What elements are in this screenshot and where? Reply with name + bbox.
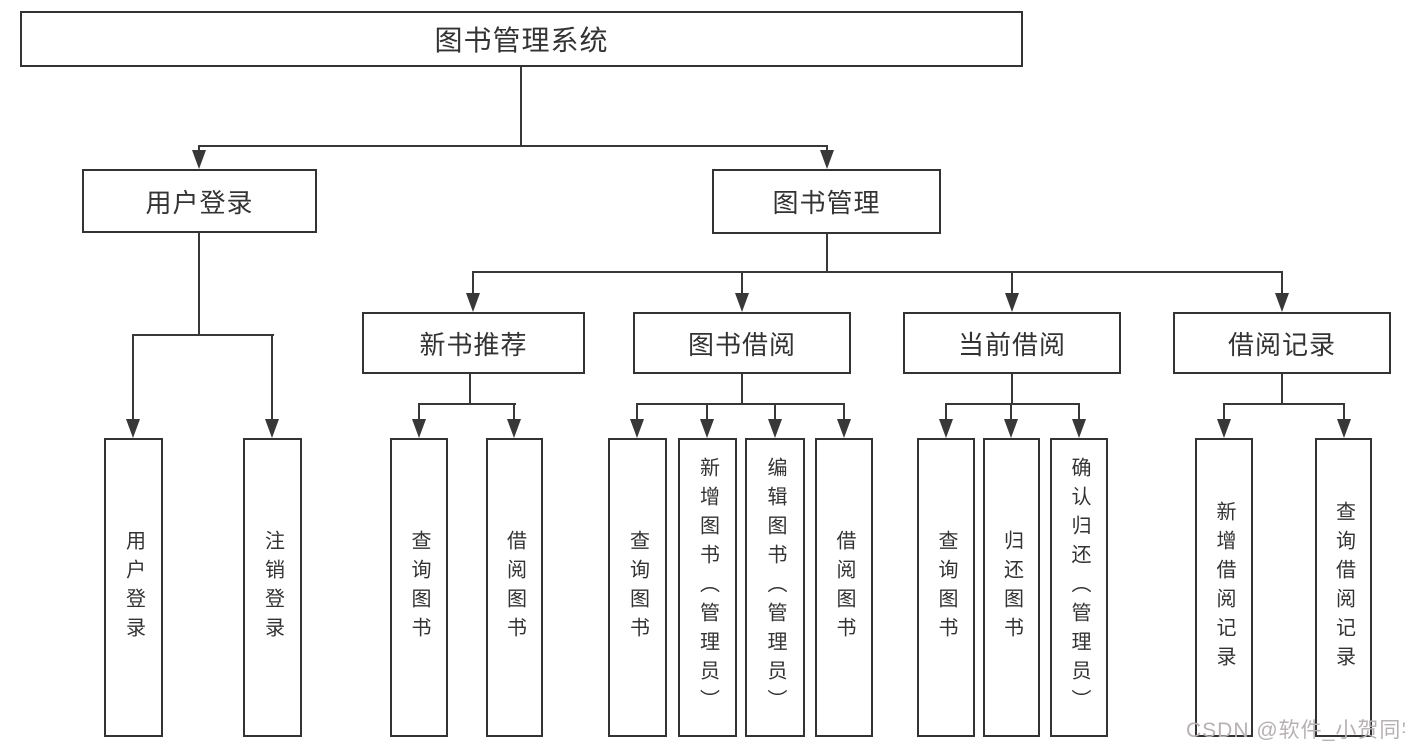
connector-branch [418, 403, 516, 405]
arrow-down-icon [507, 419, 521, 438]
node-new-book-recommend: 新书推荐 [362, 312, 585, 374]
connector-line [1011, 271, 1013, 297]
leaf-add-borrow-record: 新增借阅记录 [1195, 438, 1253, 737]
node-book-management: 图书管理 [712, 169, 941, 234]
node-label: 图书管理 [772, 188, 881, 218]
arrow-down-icon [412, 419, 426, 438]
connector-line [843, 403, 845, 423]
connector-stem [1011, 374, 1013, 405]
connector-line [513, 403, 515, 423]
connector-line [741, 271, 743, 297]
leaf-label: 查询图书 [408, 529, 430, 646]
node-current-borrow: 当前借阅 [903, 312, 1121, 374]
connector-line [1010, 403, 1012, 423]
arrow-down-icon [1337, 419, 1351, 438]
leaf-label: 新增借阅记录 [1213, 500, 1235, 675]
node-user-login: 用户登录 [82, 169, 317, 233]
leaf-label: 用户登录 [122, 529, 145, 646]
arrow-down-icon [1275, 293, 1289, 312]
node-label: 新书推荐 [419, 329, 528, 360]
arrow-down-icon [630, 419, 644, 438]
node-book-borrow: 图书借阅 [633, 312, 851, 374]
arrow-down-icon [1072, 419, 1086, 438]
arrow-down-icon [126, 419, 140, 438]
leaf-borrow-books-recommend: 借阅图书 [486, 438, 543, 737]
connector-user-login-stem [198, 233, 200, 336]
connector-branch [636, 403, 845, 405]
connector-branch [945, 403, 1080, 405]
connector-line [472, 271, 474, 297]
leaf-label: 编辑图书（管理员） [764, 457, 786, 718]
leaf-label: 注销登录 [261, 529, 284, 646]
arrow-down-icon [700, 419, 714, 438]
arrow-down-icon [466, 293, 480, 312]
leaf-label: 借阅图书 [503, 529, 526, 646]
connector-line [132, 334, 134, 424]
leaf-label: 查询图书 [935, 529, 957, 646]
connector-line [1223, 403, 1225, 423]
node-library-management-system: 图书管理系统 [20, 11, 1023, 67]
connector-book-mgmt-stem [826, 233, 828, 273]
leaf-label: 借阅图书 [833, 529, 855, 646]
arrow-down-icon [192, 150, 206, 169]
arrow-down-icon [265, 419, 279, 438]
connector-root-stem [520, 67, 522, 147]
connector-line [706, 403, 708, 423]
connector-line [636, 403, 638, 423]
csdn-watermark: CSDN @软件_小贺同学 [1186, 719, 1405, 742]
leaf-query-books-borrow: 查询图书 [608, 438, 667, 737]
node-label: 借阅记录 [1227, 329, 1336, 360]
connector-line [1343, 403, 1345, 423]
node-label: 图书借阅 [687, 329, 796, 360]
connector-level3-branch [472, 271, 1283, 273]
arrow-down-icon [1005, 293, 1019, 312]
leaf-query-borrow-record: 查询借阅记录 [1315, 438, 1372, 737]
connector-line [945, 403, 947, 423]
node-borrow-records: 借阅记录 [1173, 312, 1391, 374]
leaf-label: 归还图书 [1000, 529, 1023, 646]
arrow-down-icon [939, 419, 953, 438]
connector-line [774, 403, 776, 423]
leaf-logout: 注销登录 [243, 438, 302, 737]
connector-line [1281, 271, 1283, 297]
leaf-query-books-current: 查询图书 [917, 438, 975, 737]
leaf-user-login: 用户登录 [104, 438, 163, 737]
connector-branch [1223, 403, 1345, 405]
leaf-add-books-admin: 新增图书（管理员） [678, 438, 737, 737]
leaf-label: 查询借阅记录 [1332, 500, 1355, 675]
connector-line [271, 334, 273, 424]
connector-branch [132, 334, 274, 336]
connector-stem [469, 374, 471, 405]
arrow-down-icon [1217, 419, 1231, 438]
connector-line [418, 403, 420, 423]
node-label: 用户登录 [145, 187, 254, 218]
arrow-down-icon [735, 293, 749, 312]
leaf-borrow-books: 借阅图书 [815, 438, 873, 737]
connector-line [1078, 403, 1080, 423]
leaf-confirm-return-admin: 确认归还（管理员） [1050, 438, 1108, 737]
connector-stem [741, 374, 743, 405]
node-label: 当前借阅 [957, 329, 1066, 360]
leaf-label: 查询图书 [626, 529, 649, 646]
arrow-down-icon [820, 150, 834, 169]
arrow-down-icon [1004, 419, 1018, 438]
arrow-down-icon [768, 419, 782, 438]
arrow-down-icon [837, 419, 851, 438]
leaf-label: 新增图书（管理员） [696, 457, 719, 718]
connector-level2-branch [198, 145, 828, 147]
node-label: 图书管理系统 [434, 25, 609, 56]
connector-stem [1281, 374, 1283, 405]
leaf-label: 确认归还（管理员） [1068, 457, 1090, 718]
leaf-query-books-recommend: 查询图书 [390, 438, 448, 737]
leaf-return-books: 归还图书 [983, 438, 1040, 737]
leaf-edit-books-admin: 编辑图书（管理员） [745, 438, 805, 737]
